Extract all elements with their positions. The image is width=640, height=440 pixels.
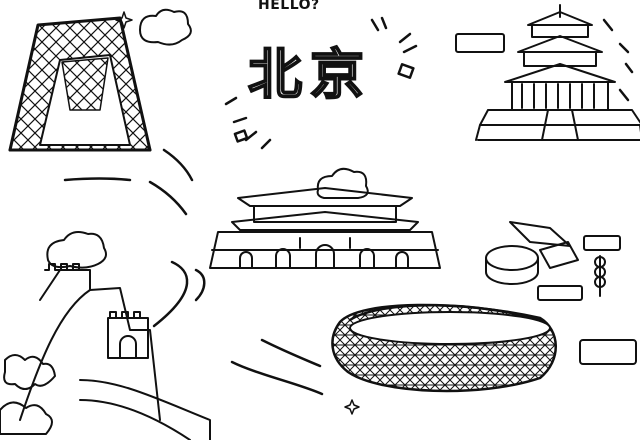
- cloud-top: [139, 8, 192, 46]
- hello-text: HELLO?: [258, 0, 320, 13]
- cloud-wall: [46, 231, 107, 269]
- sparkle-icons: [115, 11, 360, 415]
- beijing-food-drawing: [485, 221, 637, 365]
- great-wall-drawing: [0, 263, 211, 440]
- temple-of-heaven-drawing: [455, 4, 640, 141]
- cctv-tower-drawing: [8, 16, 152, 152]
- tiananmen-gate-drawing: [209, 187, 441, 269]
- birds-nest-drawing: [331, 303, 557, 393]
- beijing-title: 北京: [247, 42, 372, 107]
- cloud-gate: [316, 167, 369, 199]
- title-dashes: [224, 16, 418, 150]
- path-strokes: [63, 18, 634, 396]
